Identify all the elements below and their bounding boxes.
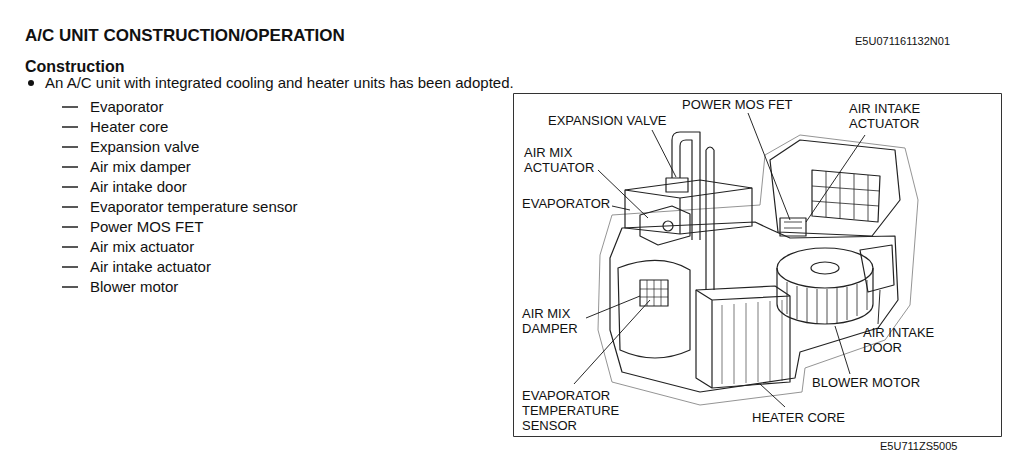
heater-pipes [706,147,714,290]
refrigerant-pipes [672,132,700,240]
document-code: E5U071161132N01 [855,35,950,48]
list-item: Evaporator temperature sensor [90,198,298,216]
power-mos-fet [780,218,806,236]
page-title: A/C UNIT CONSTRUCTION/OPERATION [25,26,345,46]
expansion-valve-body [666,178,688,192]
part-label: EXPANSION VALVE [548,113,667,128]
blower-top [777,248,873,288]
figure-code: E5U711ZS5005 [880,440,957,453]
part-label: HEATER CORE [752,410,845,425]
bullet-text: An A/C unit with integrated cooling and … [45,74,514,92]
list-item: Air mix actuator [90,238,194,256]
housing-outline [598,135,918,405]
leader-lines [574,113,880,407]
air-mix-actuator-body [640,206,690,245]
list-item: Air intake actuator [90,258,211,276]
damper-housing [618,260,690,358]
air-mix-damper [640,280,668,306]
part-label: EVAPORATOR [522,196,610,211]
blower-hub [811,262,839,274]
heater-core [696,286,790,388]
intake-filter [812,170,880,222]
figure-frame [514,94,1002,437]
air-intake-door [860,245,894,292]
list-item: Heater core [90,118,168,136]
blower-wheel [777,268,873,324]
bullet-dot [28,80,34,86]
list-item: Expansion valve [90,138,199,156]
list-item: Air intake door [90,178,187,196]
mos-fet-fins [784,222,802,228]
evaporator-edges [625,188,752,234]
part-label: BLOWER MOTOR [812,375,920,390]
heater-core-fins [722,300,782,384]
part-label: AIR MIX DAMPER [522,306,588,336]
list-dashes [62,107,78,287]
part-label: AIR INTAKE DOOR [863,325,945,355]
actuator-gear [663,221,673,231]
part-label: AIR MIX ACTUATOR [524,145,598,175]
section-heading: Construction [25,57,125,76]
damper-grid [640,280,668,306]
filter-grid [812,171,880,221]
part-label: POWER MOS FET [682,97,793,112]
part-label: AIR INTAKE ACTUATOR [849,101,931,131]
unit-housing [610,222,898,392]
list-item: Evaporator [90,98,163,116]
heater-core-edges [696,290,790,388]
list-item: Air mix damper [90,158,191,176]
air-intake-box [770,140,900,236]
blower-fins [787,280,867,324]
part-label: EVAPORATOR TEMPERATURE SENSOR [522,388,628,433]
list-item: Power MOS FET [90,218,203,236]
list-item: Blower motor [90,278,178,296]
